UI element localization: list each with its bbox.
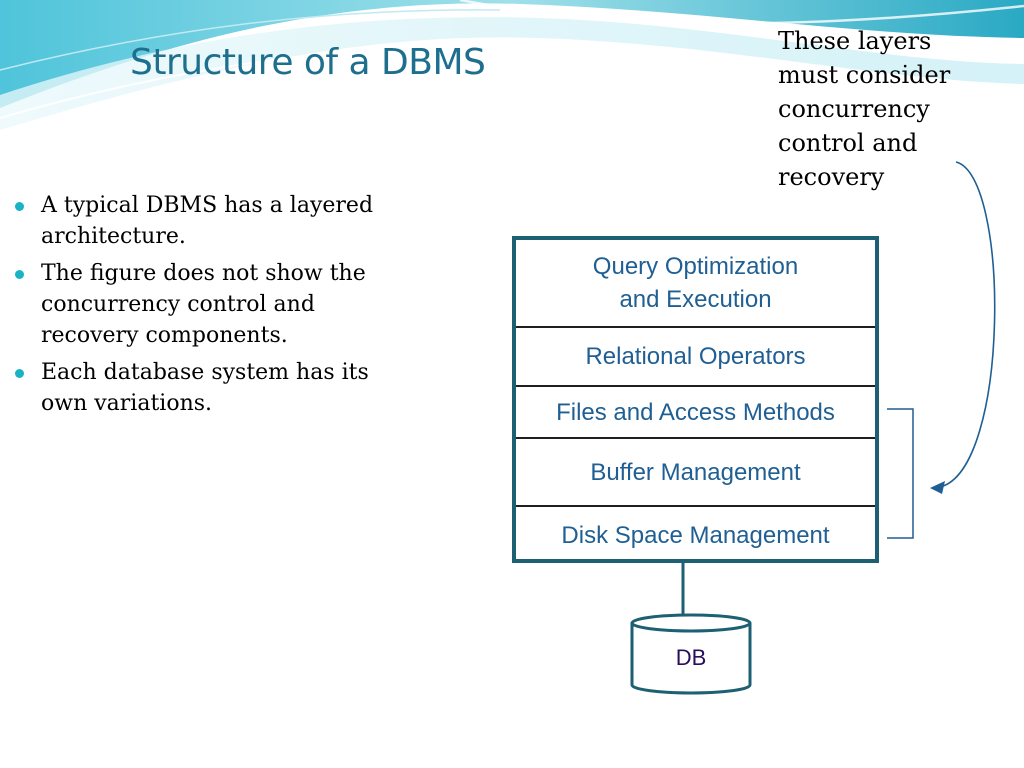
bullet-text-line: concurrency control and — [41, 292, 315, 317]
bullet-text-line: own variations. — [41, 391, 213, 416]
layer-label: Files and Access Methods — [556, 398, 835, 426]
layer-label: Relational Operators — [585, 343, 806, 370]
note-line: concurrency — [778, 95, 930, 123]
bullet-text-line: Each database system has its — [41, 360, 369, 385]
bullet-text-line: The figure does not show the — [41, 261, 366, 286]
bullet-dot-icon — [15, 270, 24, 279]
bullet-item: Each database system has its own variati… — [10, 357, 475, 419]
slide-title: Structure of a DBMS — [130, 42, 486, 83]
note-line: These layers — [778, 27, 932, 55]
db-label: DB — [675, 645, 707, 670]
note-line: control and — [778, 129, 918, 157]
layer-label: Query Optimization — [592, 253, 799, 280]
bullet-list: A typical DBMS has a layered architectur… — [10, 190, 475, 425]
dbms-layer-stack: Query Optimization and Execution Relatio… — [512, 236, 879, 563]
note-line: recovery — [778, 163, 885, 191]
layer-label: Disk Space Management — [561, 521, 830, 549]
bullet-dot-icon — [15, 202, 24, 211]
layer-buffer-management: Buffer Management — [516, 437, 875, 505]
annotation-note: These layers must consider concurrency c… — [778, 24, 1008, 194]
layer-label: Buffer Management — [590, 458, 801, 486]
bullet-text-line: A typical DBMS has a layered — [41, 193, 374, 218]
layer-relational-operators: Relational Operators — [516, 326, 875, 385]
bullet-text-line: architecture. — [41, 224, 186, 249]
note-line: must consider — [778, 61, 951, 89]
bullet-item: A typical DBMS has a layered architectur… — [10, 190, 475, 252]
layer-label: and Execution — [619, 286, 772, 313]
layer-files-access-methods: Files and Access Methods — [516, 385, 875, 437]
bullet-item: The figure does not show the concurrency… — [10, 258, 475, 351]
bullet-text-line: recovery components. — [41, 323, 288, 348]
bullet-dot-icon — [15, 369, 24, 378]
layer-query-optimization: Query Optimization and Execution — [516, 240, 875, 326]
layer-disk-space-management: Disk Space Management — [516, 505, 875, 563]
